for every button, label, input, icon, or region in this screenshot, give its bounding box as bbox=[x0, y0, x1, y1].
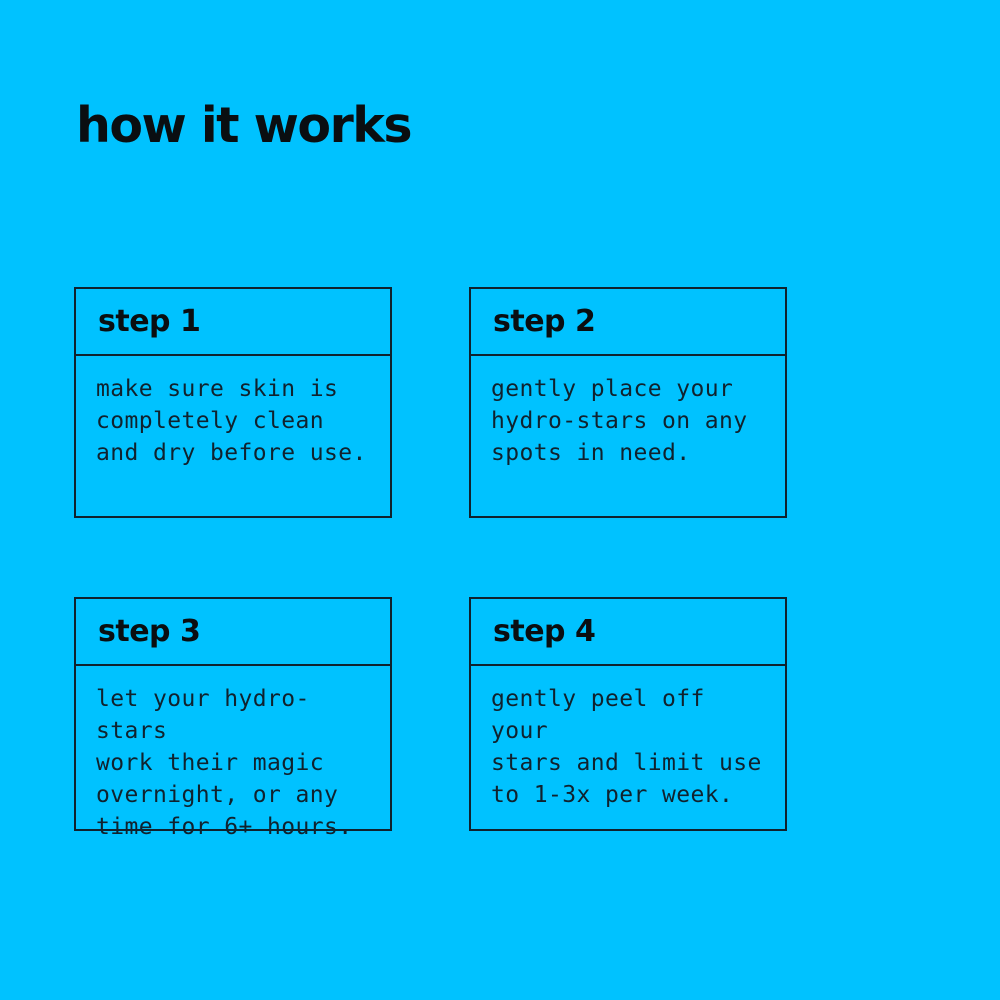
step-4-card: step 4 gently peel off your stars and li… bbox=[469, 597, 787, 831]
step-2-card: step 2 gently place your hydro-stars on … bbox=[469, 287, 787, 518]
step-3-description: let your hydro-stars work their magic ov… bbox=[96, 686, 353, 840]
step-1-header: step 1 bbox=[76, 289, 390, 356]
step-3-header: step 3 bbox=[76, 599, 390, 666]
page-title: how it works bbox=[76, 97, 413, 154]
step-2-header: step 2 bbox=[471, 289, 785, 356]
step-4-description: gently peel off your stars and limit use… bbox=[491, 686, 762, 808]
step-3-card: step 3 let your hydro-stars work their m… bbox=[74, 597, 392, 840]
step-2-label: step 2 bbox=[493, 304, 596, 339]
step-4-header: step 4 bbox=[471, 599, 785, 666]
step-4-label: step 4 bbox=[493, 614, 596, 649]
step-1-label: step 1 bbox=[98, 304, 201, 339]
step-1-card: step 1 make sure skin is completely clea… bbox=[74, 287, 392, 518]
step-3-label: step 3 bbox=[98, 614, 201, 649]
step-2-description: gently place your hydro-stars on any spo… bbox=[491, 376, 748, 466]
step-1-description: make sure skin is completely clean and d… bbox=[96, 376, 367, 466]
